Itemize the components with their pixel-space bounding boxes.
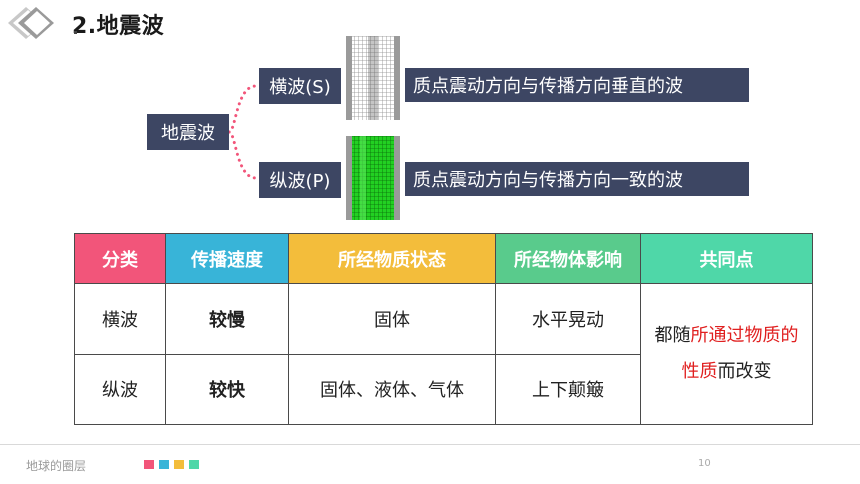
row-s-type: 横波	[74, 283, 166, 355]
common-highlight: 所通过物质的性质	[681, 325, 799, 382]
footer-square	[144, 460, 154, 469]
row-s-effect: 水平晃动	[495, 283, 641, 355]
table-row: 纵波 较快 固体、液体、气体 上下颠簸	[74, 353, 813, 425]
page-number: 10	[698, 458, 711, 469]
common-suffix: 而改变	[717, 361, 772, 382]
logo-icon	[8, 7, 54, 39]
s-wave-description: 质点震动方向与传播方向垂直的波	[413, 76, 683, 97]
common-point-cell: 都随所通过物质的性质而改变	[640, 283, 813, 425]
row-p-effect: 上下颠簸	[495, 353, 641, 425]
header-object-effect: 所经物体影响	[495, 233, 641, 284]
s-wave-description-box: 质点震动方向与传播方向垂直的波	[405, 68, 749, 102]
s-wave-box: 横波(S)	[259, 68, 341, 104]
earthquake-wave-box: 地震波	[147, 114, 229, 150]
row-p-type: 纵波	[74, 353, 166, 425]
p-wave-label: 纵波(P)	[269, 171, 331, 192]
footer-square	[189, 460, 199, 469]
header-common: 共同点	[640, 233, 813, 284]
p-wave-description: 质点震动方向与传播方向一致的波	[413, 170, 683, 191]
header-speed: 传播速度	[165, 233, 289, 284]
page-title: 2.地震波	[72, 14, 165, 39]
p-wave-grid-image	[346, 136, 400, 220]
header-medium-state: 所经物质状态	[288, 233, 496, 284]
comparison-table: 分类 传播速度 所经物质状态 所经物体影响 共同点 横波 较慢 固体 水平晃动 …	[74, 233, 813, 425]
header-category: 分类	[74, 233, 166, 284]
row-p-speed: 较快	[165, 353, 289, 425]
row-p-state: 固体、液体、气体	[288, 353, 496, 425]
p-wave-description-box: 质点震动方向与传播方向一致的波	[405, 162, 749, 196]
table-header-row: 分类 传播速度 所经物质状态 所经物体影响 共同点	[74, 233, 813, 284]
footer-divider	[0, 444, 860, 445]
row-s-speed: 较慢	[165, 283, 289, 355]
footer-title: 地球的圈层	[26, 459, 87, 473]
title-decoration	[74, 31, 77, 34]
table-row: 横波 较慢 固体 水平晃动 都随所通过物质的性质而改变	[74, 283, 813, 425]
p-wave-box: 纵波(P)	[259, 162, 341, 198]
common-prefix: 都随	[654, 325, 691, 346]
s-wave-grid-image	[346, 36, 400, 120]
footer-square	[159, 460, 169, 469]
s-wave-label: 横波(S)	[269, 77, 331, 98]
earthquake-wave-label: 地震波	[161, 123, 215, 144]
footer-square	[174, 460, 184, 469]
row-s-state: 固体	[288, 283, 496, 355]
